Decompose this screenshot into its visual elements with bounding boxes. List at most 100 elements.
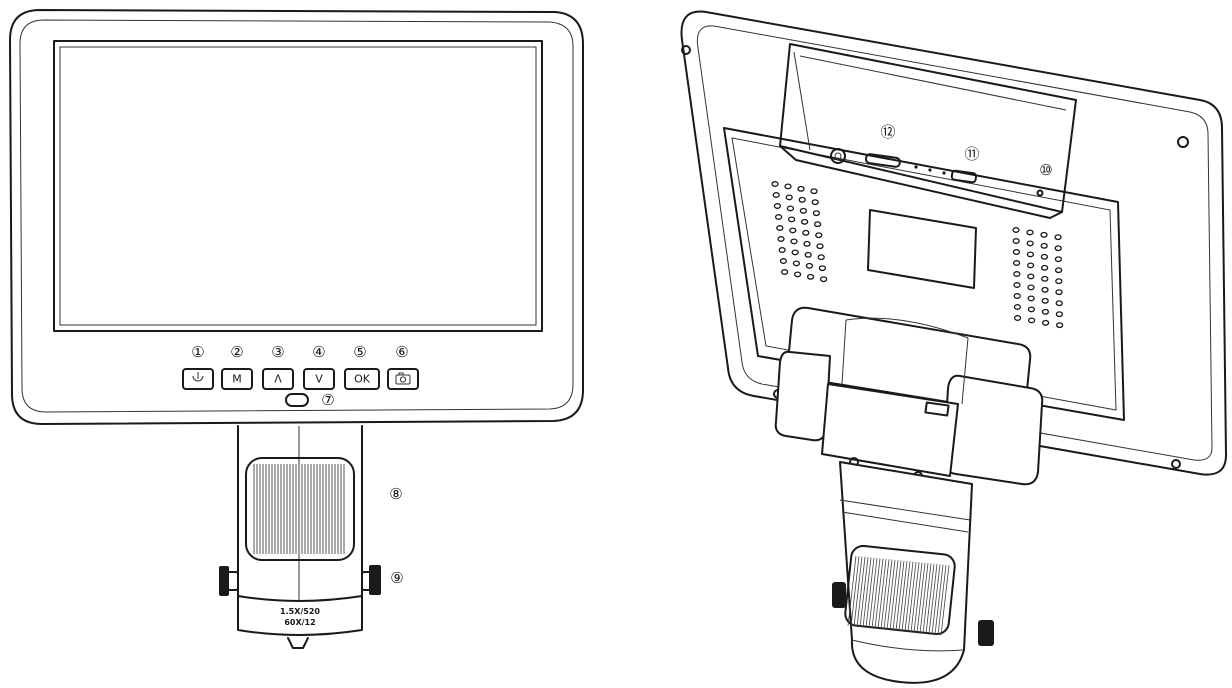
grille-hole	[793, 271, 802, 278]
knurl-line	[859, 557, 869, 628]
grille-hole	[1041, 319, 1050, 326]
knurl-line	[880, 559, 890, 630]
grille-hole	[789, 227, 797, 234]
grille-hole	[805, 262, 814, 269]
grille-hole	[771, 181, 779, 187]
callout-3: ③	[271, 343, 284, 361]
grille-hole	[790, 238, 798, 245]
grille-hole	[1027, 306, 1036, 313]
knurl-line	[886, 559, 896, 630]
grille-hole	[804, 251, 812, 258]
callout-11: ⑪	[964, 145, 979, 163]
right-knob[interactable]	[361, 565, 381, 595]
down-button[interactable]: V	[303, 368, 335, 390]
grille-hole	[1041, 275, 1049, 282]
left-knob[interactable]	[219, 566, 239, 596]
grille-hole	[786, 205, 795, 212]
grille-hole	[1013, 315, 1022, 321]
grille-hole	[776, 225, 784, 231]
grille-hole	[1040, 242, 1048, 249]
grille-hole	[1054, 234, 1062, 241]
grille-hole	[810, 188, 818, 195]
knurl-line	[937, 564, 947, 636]
back-housing	[680, 10, 1227, 476]
sd-card-slot[interactable]	[864, 153, 901, 168]
grille-hole	[803, 240, 811, 247]
grille-hole	[1027, 273, 1035, 280]
grille-hole	[1013, 282, 1021, 288]
back-left-knob[interactable]	[832, 582, 846, 608]
grille-hole	[799, 207, 808, 214]
knurl-line	[922, 563, 932, 634]
knurl-line	[850, 556, 860, 627]
back-right-knob[interactable]	[978, 620, 994, 646]
grille-hole	[1040, 253, 1049, 260]
grille-hole	[1040, 264, 1049, 271]
grille-hole	[819, 276, 828, 283]
grille-hole	[812, 210, 821, 217]
grille-hole	[1041, 286, 1049, 293]
reset-hole[interactable]	[1036, 189, 1044, 197]
knurl-line	[871, 558, 881, 629]
grille-hole	[1013, 293, 1021, 299]
callout-12: ⑫	[880, 123, 895, 141]
grille-hole	[1041, 297, 1049, 304]
ok-button-label: OK	[354, 373, 371, 386]
port-ledge	[779, 43, 1077, 219]
knurl-line	[847, 555, 857, 627]
callout-9: ⑨	[390, 569, 403, 587]
knurl-line	[919, 563, 929, 634]
grille-hole	[1012, 238, 1020, 244]
grille-hole	[1026, 251, 1035, 258]
knurl-line	[889, 560, 899, 631]
menu-button-label: M	[232, 373, 242, 386]
lens-label-2: 60X/12	[284, 618, 315, 627]
knurl-line	[883, 559, 893, 630]
grille-hole	[1040, 231, 1048, 238]
grille-hole	[1055, 311, 1064, 318]
knurl-line	[898, 561, 908, 632]
grille-hole	[1013, 304, 1022, 310]
callout-4: ④	[312, 343, 325, 361]
grille-hole	[1026, 240, 1034, 247]
power-button[interactable]	[182, 368, 214, 390]
knurl-line	[901, 561, 911, 632]
grille-hole	[772, 192, 780, 198]
grille-hole	[1055, 289, 1063, 296]
grille-hole	[1055, 278, 1063, 285]
knurl-line	[928, 564, 938, 635]
button-row: M Λ V OK	[182, 368, 419, 390]
grille-hole	[787, 216, 796, 223]
grille-hole	[815, 232, 823, 239]
front-view: M Λ V OK	[9, 9, 584, 649]
knurl-line	[913, 562, 923, 633]
ok-button[interactable]: OK	[344, 368, 380, 390]
knurl-line	[892, 560, 902, 631]
camera-button[interactable]	[387, 368, 419, 390]
grille-hole	[773, 203, 782, 209]
headphone-port[interactable]	[830, 148, 846, 164]
grille-hole	[806, 273, 815, 280]
grille-hole	[797, 185, 805, 192]
grille-hole	[1055, 322, 1064, 329]
grille-hole	[1055, 300, 1063, 307]
usb-port[interactable]	[950, 169, 978, 184]
up-button[interactable]: Λ	[262, 368, 294, 390]
menu-button[interactable]: M	[221, 368, 253, 390]
grille-hole	[1012, 260, 1021, 266]
grille-hole	[811, 199, 819, 206]
speaker-grille-right	[1012, 227, 1064, 329]
knurl-line	[907, 561, 917, 633]
focus-grip[interactable]	[245, 457, 355, 561]
grille-hole	[1054, 245, 1062, 252]
monitor-frame	[9, 9, 584, 425]
knurl-line	[940, 565, 950, 636]
knurl-line	[916, 562, 926, 633]
back-grip-knurl	[847, 555, 950, 636]
grille-hole	[792, 260, 801, 267]
stand-bracket	[774, 306, 1044, 486]
power-icon	[192, 372, 204, 382]
knurl-line	[853, 556, 863, 627]
down-button-label: V	[315, 373, 323, 386]
grille-hole	[1027, 317, 1036, 324]
